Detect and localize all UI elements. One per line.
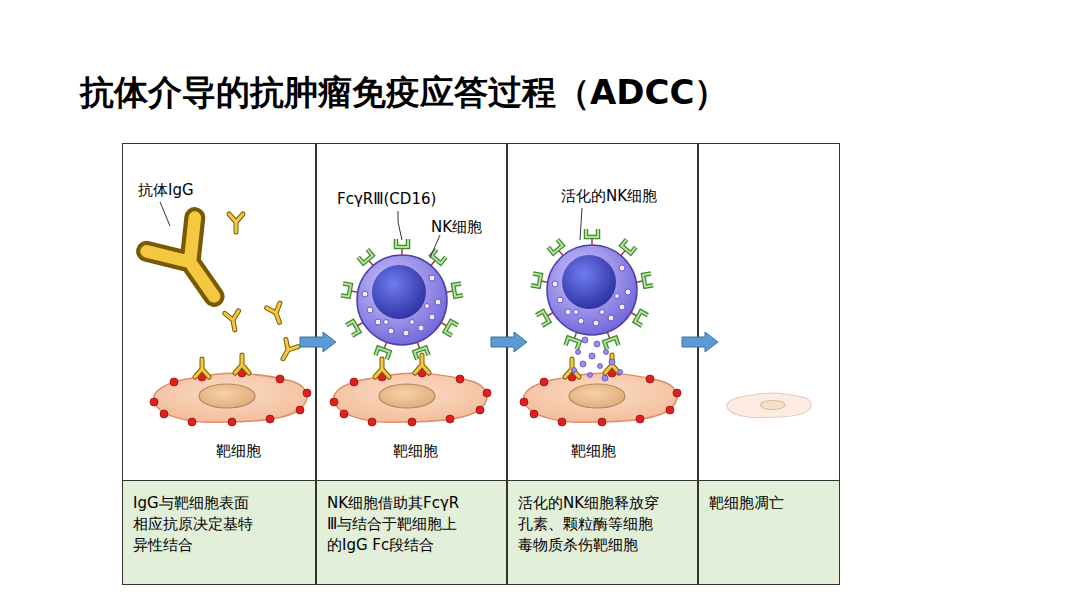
arrow-shape xyxy=(300,332,336,352)
arrow-shape xyxy=(491,332,527,352)
caption-text: 活化的NK细胞释放穿 孔素、颗粒酶等细胞 毒物质杀伤靶细胞 xyxy=(518,493,689,556)
caption-box: 靶细胞凋亡 xyxy=(699,480,839,584)
stage-panel: 活化的NK细胞靶细胞活化的NK细胞释放穿 孔素、颗粒酶等细胞 毒物质杀伤靶细胞 xyxy=(507,143,698,585)
caption-box: IgG与靶细胞表面 相应抗原决定基特 异性结合 xyxy=(123,480,315,584)
stage-panel: FcγRⅢ(CD16) NK细胞靶细胞 NK细胞借助其FcγR Ⅲ与结合于靶细胞上 … xyxy=(316,143,507,585)
illustration-label: 活化的NK细胞 xyxy=(561,187,657,206)
flow-arrow xyxy=(491,332,527,352)
caption-text: IgG与靶细胞表面 相应抗原决定基特 异性结合 xyxy=(133,493,307,556)
caption-text: NK细胞借助其FcγR Ⅲ与结合于靶细胞上 的IgG Fc段结合 xyxy=(327,493,498,556)
illustration-label: FcγRⅢ(CD16) xyxy=(337,190,436,209)
caption-box: NK细胞借助其FcγR Ⅲ与结合于靶细胞上 的IgG Fc段结合 xyxy=(317,480,506,584)
flow-arrow xyxy=(300,332,336,352)
caption-text: 靶细胞凋亡 xyxy=(709,493,831,514)
illustration-label: 抗体IgG xyxy=(138,181,194,200)
illustration-label: 靶细胞 xyxy=(216,442,261,461)
illustration-label: 靶细胞 xyxy=(571,442,616,461)
caption-box: 活化的NK细胞释放穿 孔素、颗粒酶等细胞 毒物质杀伤靶细胞 xyxy=(508,480,697,584)
illustration-label: 靶细胞 xyxy=(393,442,438,461)
stage-panel: 抗体IgG 靶细胞 IgG与靶细胞表面 相应抗原决定基特 异性结合 xyxy=(122,143,316,585)
illustration-label: NK细胞 xyxy=(431,218,482,237)
arrow-shape xyxy=(682,332,718,352)
stage-panel: 靶细胞凋亡 xyxy=(698,143,840,585)
title-text: 抗体介导的抗肿瘤免疫应答过程（ADCC） xyxy=(80,70,728,114)
flow-arrow xyxy=(682,332,718,352)
